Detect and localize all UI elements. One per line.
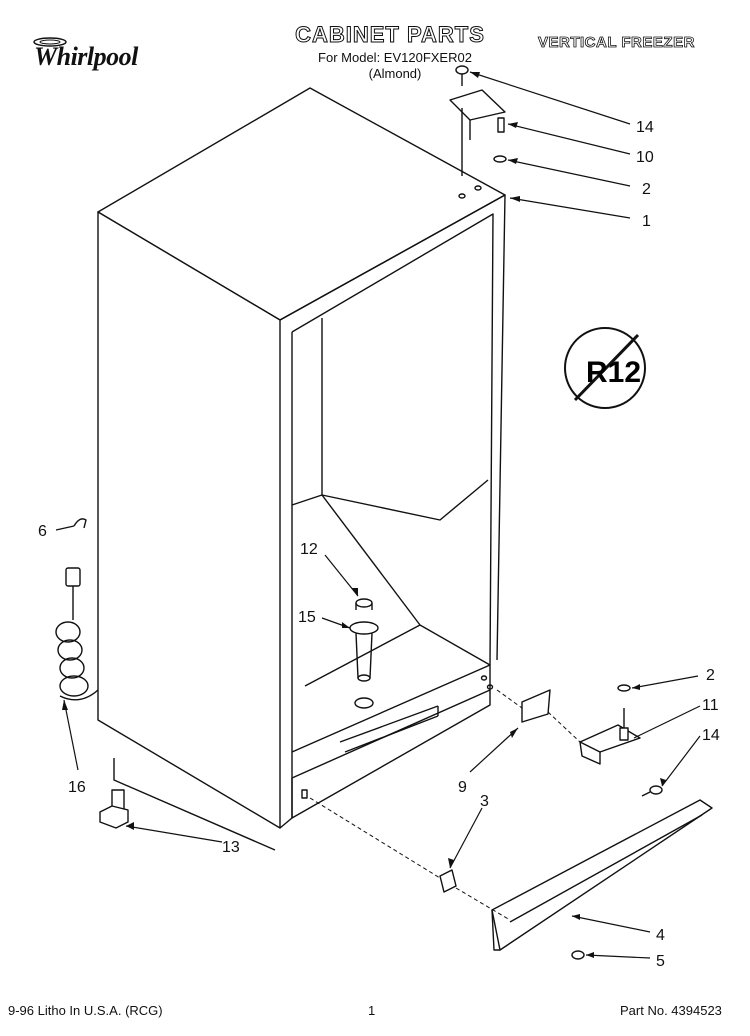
toe-grille bbox=[491, 799, 713, 951]
clip-part bbox=[73, 518, 87, 529]
page-title: CABINET PARTS bbox=[295, 22, 485, 48]
drain-tube bbox=[349, 621, 379, 682]
callout-2-top: 2 bbox=[642, 181, 651, 198]
power-cord bbox=[55, 567, 99, 701]
screw-bottom bbox=[641, 785, 663, 797]
brand-name: Whirlpool bbox=[34, 42, 138, 71]
bottom-hinge bbox=[579, 708, 641, 765]
callout-12: 12 bbox=[300, 541, 318, 558]
leveling-leg bbox=[99, 789, 129, 829]
callout-11: 11 bbox=[702, 697, 719, 714]
washer-top bbox=[493, 155, 507, 163]
washer-bottom bbox=[617, 684, 631, 692]
callout-15: 15 bbox=[298, 609, 316, 626]
grille-clip bbox=[439, 869, 457, 893]
whirlpool-logo: Whirlpool bbox=[28, 34, 158, 78]
callout-5: 5 bbox=[656, 953, 665, 970]
hinge-bracket bbox=[521, 689, 551, 723]
callout-2-bottom: 2 bbox=[706, 667, 715, 684]
r12-badge bbox=[564, 327, 646, 409]
callout-3: 3 bbox=[480, 793, 489, 810]
product-type: VERTICAL FREEZER bbox=[538, 34, 695, 52]
assembly-lines bbox=[309, 689, 581, 921]
callout-4: 4 bbox=[656, 927, 665, 944]
drain-plug bbox=[355, 598, 373, 610]
cabinet-body bbox=[97, 87, 506, 851]
callout-10: 10 bbox=[636, 149, 654, 166]
callout-6: 6 bbox=[38, 523, 47, 540]
print-info: 9-96 Litho In U.S.A. (RCG) bbox=[8, 1003, 163, 1018]
callout-1: 1 bbox=[642, 213, 651, 230]
callout-13: 13 bbox=[222, 839, 240, 856]
top-hinge bbox=[449, 89, 506, 176]
callout-14-top: 14 bbox=[636, 119, 654, 136]
screw-top bbox=[455, 65, 469, 86]
leader-lines bbox=[55, 71, 701, 959]
r12-label: R12 bbox=[586, 356, 641, 389]
part-number: Part No. 4394523 bbox=[620, 1003, 722, 1018]
callout-9: 9 bbox=[458, 779, 467, 796]
callout-14-bottom: 14 bbox=[702, 727, 720, 744]
color-line: (Almond) bbox=[368, 66, 422, 81]
callout-16: 16 bbox=[68, 779, 86, 796]
arrowheads bbox=[62, 72, 666, 958]
logo-swoosh-icon bbox=[33, 37, 67, 47]
grille-screw bbox=[571, 950, 585, 960]
model-line: For Model: EV120FXER02 bbox=[318, 50, 472, 65]
page-number: 1 bbox=[368, 1003, 376, 1018]
